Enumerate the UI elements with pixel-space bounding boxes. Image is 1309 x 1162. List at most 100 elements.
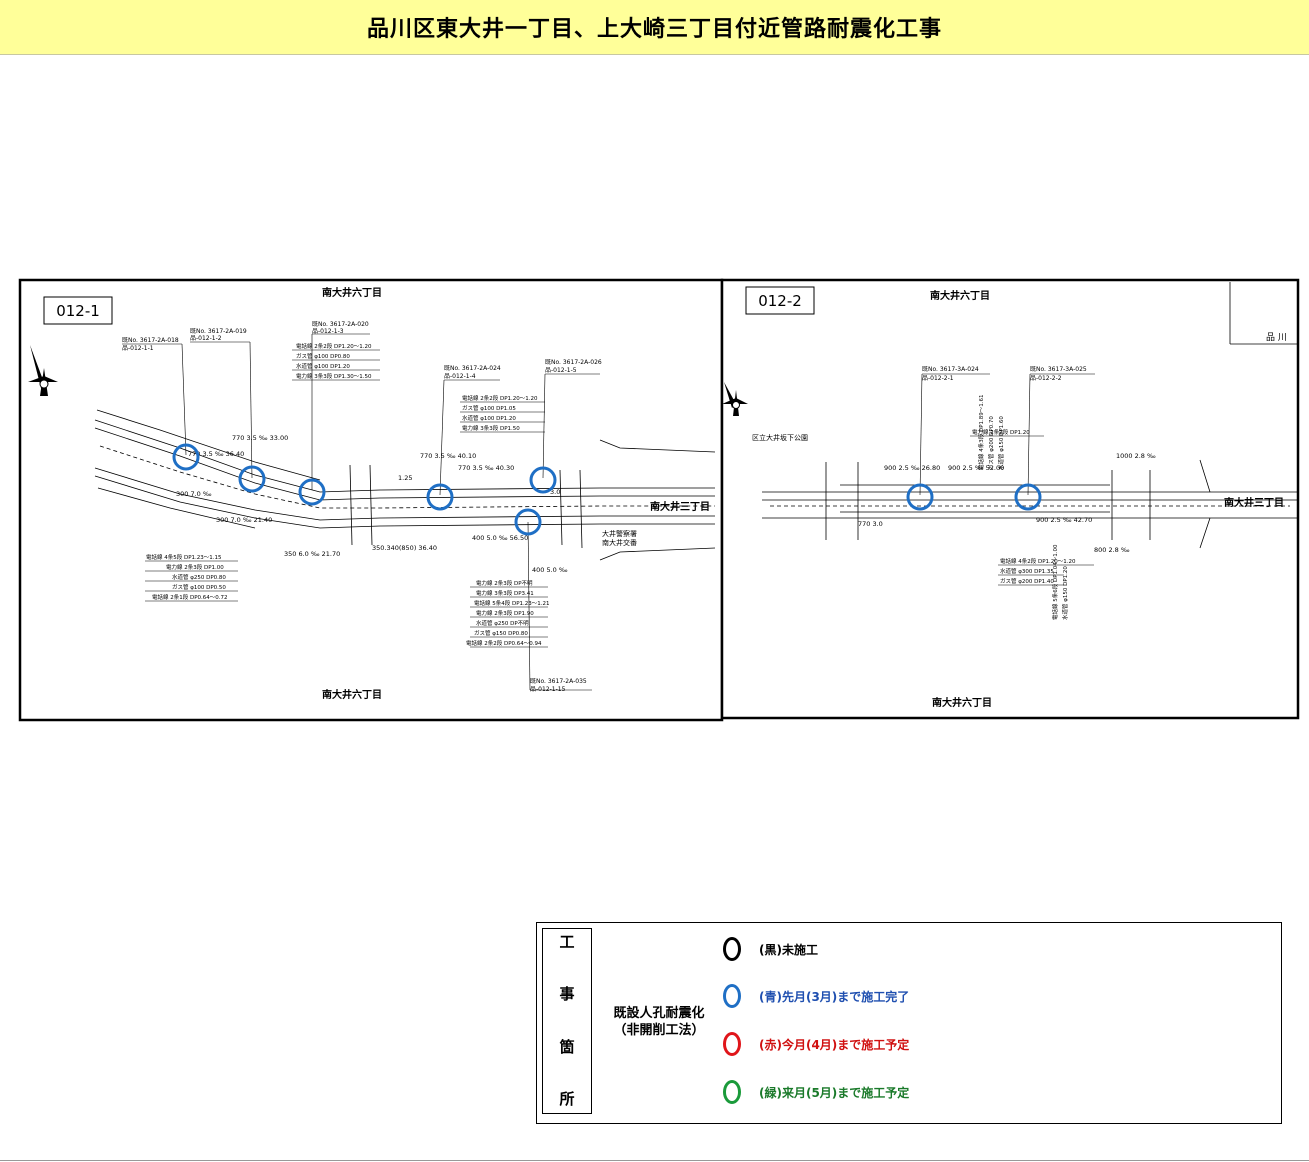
sheet2-grade: 800 2.8 ‰ xyxy=(1094,546,1130,554)
sheet2-note: 電話線 4条3段 DP1.89～1.61 xyxy=(977,394,985,470)
sheet1-pipe-dashed xyxy=(99,445,715,509)
sheet1-note: 電話線 2条2段 DP1.20～1.20 xyxy=(296,342,372,350)
compass-icon xyxy=(722,382,748,416)
sheet1-note: 電話線 2条2段 DP1.20～1.20 xyxy=(462,394,538,402)
sheet1-mh-ref-020: 既No. 3617-2A-020 xyxy=(312,321,369,328)
sheet1-note: 電力線 2条3段 DP1.90 xyxy=(476,609,534,617)
sheet1-mh-ref-024: 既No. 3617-2A-024 xyxy=(444,365,501,372)
sheet1-note: 水道管 φ250 DP不明 xyxy=(476,619,529,627)
legend-item-red: (赤)今月(4月)まで施工予定 xyxy=(723,1028,909,1060)
sheet2-mh-ref-025: 既No. 3617-3A-025 xyxy=(1030,366,1087,373)
manhole-ring-blue[interactable] xyxy=(514,508,542,536)
sheet1-note: 電力線 2条3段 DP1.00 xyxy=(166,563,224,571)
sheet1-grade: 400 5.0 ‰ xyxy=(532,566,568,574)
legend-item-label: (赤)今月(4月)まで施工予定 xyxy=(759,1037,910,1052)
legend-item-label: (青)先月(3月)まで施工完了 xyxy=(759,989,910,1004)
sheet1-note: 電話線 5条4段 DP1.23～1.21 xyxy=(474,599,550,607)
sheet1-grade: 770 3.5 ‰ 33.00 xyxy=(232,434,288,442)
legend-method-line2: （非開削工法） xyxy=(613,1023,705,1038)
legend-item-black: (黒)未施工 xyxy=(723,933,818,965)
sheet2-mh-name-024: 品-012-2-1 xyxy=(922,375,954,382)
legend-item-blue: (青)先月(3月)まで施工完了 xyxy=(723,980,909,1012)
page-title: 品川区東大井一丁目、上大崎三丁目付近管路耐震化工事 xyxy=(366,17,942,42)
sheet1-note: 水道管 φ250 DP0.80 xyxy=(172,573,226,581)
sheet1-mh-name-018: 品-012-1-1 xyxy=(122,345,154,352)
legend-category-char: 所 xyxy=(559,1089,575,1108)
manhole-ring-blue[interactable] xyxy=(1014,483,1042,511)
sheet2-label-right: 南大井三丁目 xyxy=(1224,496,1284,509)
sheet1-grade: 350.340(850) 36.40 xyxy=(372,544,437,552)
sheet2-id-box xyxy=(745,286,815,315)
sheet1-mh-name-035: 品-012-1-15 xyxy=(530,686,566,693)
sheet2-grade: 900 2.5 ‰ 26.80 xyxy=(884,464,940,472)
legend-item-label: (緑)来月(5月)まで施工予定 xyxy=(759,1085,910,1100)
sheet2-note: 水道管 φ300 DP1.35 xyxy=(1000,567,1054,575)
sheet1-mh-name-026: 品-012-1-5 xyxy=(545,367,577,374)
sheet2-grade: 900 2.5 ‰ 52.00 xyxy=(948,464,1004,472)
sheet2-note: 電話線 5条6段 DP1.04～1.00 xyxy=(1051,544,1059,620)
sheet2-note: 電話線 4条2段 DP1.20～1.20 xyxy=(1000,557,1076,565)
manhole-ring-blue[interactable] xyxy=(426,483,454,511)
manhole-ring-blue[interactable] xyxy=(298,478,326,506)
sheet-012-1: 012-1 南大井六丁目 南大井六丁目 南大井三丁目 大井警察署 南大井交番 xyxy=(18,278,724,722)
red-ring-icon xyxy=(723,1032,741,1056)
sheet1-mh-ref-026: 既No. 3617-2A-026 xyxy=(545,359,602,366)
sheet1-grade: 350 6.0 ‰ 21.70 xyxy=(284,550,340,558)
compass-icon xyxy=(28,345,58,396)
legend-category-char: 工 xyxy=(559,933,575,951)
sheet2-note: 電力線 2条2段 DP1.20 xyxy=(972,428,1030,436)
sheet2-leaders xyxy=(919,373,1095,586)
sheet1-mh-name-019: 品-012-1-2 xyxy=(190,335,222,342)
sheet2-note: 水道管 φ150 DP1.60 xyxy=(997,416,1005,470)
sheet1-note: 電力線 3条3段 DP1.50 xyxy=(462,424,520,432)
legend-item-green: (緑)来月(5月)まで施工予定 xyxy=(723,1076,909,1108)
legend-category-char: 事 xyxy=(559,985,575,1004)
blue-ring-icon xyxy=(723,984,741,1008)
sheet1-grade: 770 3.5 ‰ 40.10 xyxy=(420,452,476,460)
manhole-ring-blue[interactable] xyxy=(238,465,266,493)
sheet1-police: 大井警察署 xyxy=(602,529,637,538)
sheet1-mh-ref-018: 既No. 3617-2A-018 xyxy=(122,337,179,344)
sheet2-grade: 770 3.0 xyxy=(858,520,883,528)
sheet1-grade: 300 7.0 ‰ xyxy=(176,490,212,498)
sheet1-label-right: 南大井三丁目 xyxy=(650,500,710,513)
black-ring-icon xyxy=(723,937,741,961)
manhole-ring-blue[interactable] xyxy=(529,466,557,494)
sheet1-grade: 400 5.0 ‰ 56.50 xyxy=(472,534,528,542)
legend-method-line1: 既設人孔耐震化 xyxy=(613,1006,705,1021)
sheet2-label-ward: 品 川 xyxy=(1266,332,1287,343)
manhole-ring-blue[interactable] xyxy=(172,443,200,471)
sheet1-label-bottom: 南大井六丁目 xyxy=(322,688,382,701)
sheet2-label-top: 南大井六丁目 xyxy=(930,289,990,302)
sheet1-note: ガス管 φ100 DP0.80 xyxy=(296,352,350,360)
sheet1-mh-ref-019: 既No. 3617-2A-019 xyxy=(190,328,247,335)
sheet2-mh-name-025: 品-012-2-2 xyxy=(1030,375,1062,382)
sheet1-mh-name-024: 品-012-1-4 xyxy=(444,373,476,380)
sheet2-label-bottom: 南大井六丁目 xyxy=(932,696,992,709)
sheet1-grade: 770 3.5 ‰ 40.30 xyxy=(458,464,514,472)
sheet1-id-box xyxy=(43,296,113,325)
sheet2-grade: 900 2.5 ‰ 42.70 xyxy=(1036,516,1092,524)
legend-category-char: 箇 xyxy=(559,1037,575,1056)
sheet1-grade: 1.25 xyxy=(398,474,412,482)
sheet2-mh-ref-024: 既No. 3617-3A-024 xyxy=(922,366,979,373)
sheet2-grade: 1000 2.8 ‰ xyxy=(1116,452,1156,460)
sheet1-mh-name-020: 品-012-1-3 xyxy=(312,328,344,335)
sheet2-label-park: 区立大井坂下公園 xyxy=(752,433,808,442)
sheet2-roads xyxy=(762,459,1298,549)
sheet2-note: ガス管 φ200 DP0.70 xyxy=(987,416,995,470)
legend: 工 事 箇 所 既設人孔耐震化 （非開削工法） (黒)未施工 (青)先月(3月)… xyxy=(536,922,1282,1124)
sheet1-note: 電話線 2条2段 DP0.64～0.94 xyxy=(466,639,542,647)
sheet1-note: 水道管 φ100 DP1.20 xyxy=(296,362,350,370)
sheet1-police-sub: 南大井交番 xyxy=(602,538,637,547)
sheet2-frame xyxy=(720,278,1300,720)
sheet1-note: 水道管 φ100 DP1.20 xyxy=(462,414,516,422)
legend-method: 既設人孔耐震化 （非開削工法） xyxy=(597,1005,721,1039)
bottom-rule xyxy=(0,1160,1309,1161)
manhole-ring-blue[interactable] xyxy=(906,483,934,511)
sheet1-note: ガス管 φ100 DP1.05 xyxy=(462,404,516,412)
sheet1-note: 電力線 2条3段 DP不明 xyxy=(476,579,533,587)
sheet2-note: ガス管 φ200 DP1.40 xyxy=(1000,577,1054,585)
sheet1-mh-ref-035: 既No. 3617-2A-035 xyxy=(530,678,587,685)
